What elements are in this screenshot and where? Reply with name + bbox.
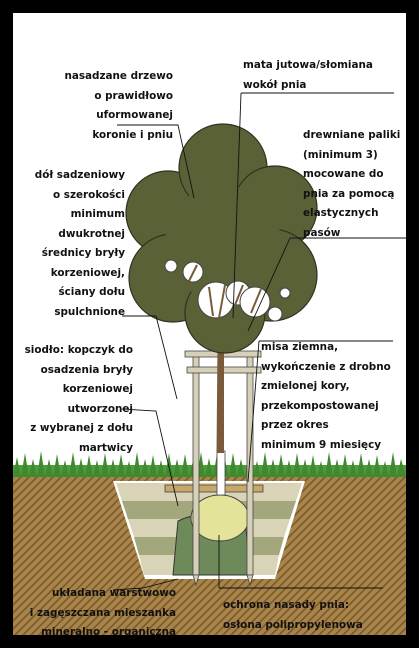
label-planted-tree: nasadzane drzewo o prawidłowo uformowane… — [33, 67, 173, 145]
label-soil-bowl: misa ziemna, wykończenie z drobno zmielo… — [261, 338, 406, 455]
trunk-protection — [217, 451, 225, 495]
label-saddle-mound: siodło: kopczyk do osadzenia bryły korze… — [13, 341, 133, 458]
label-trunk-protection: ochrona nasady pnia: osłona polipropylen… — [223, 596, 398, 635]
tree-crown — [126, 124, 317, 353]
diagram-canvas: nasadzane drzewo o prawidłowo uformowane… — [13, 13, 406, 635]
label-jute-mat: mata jutowa/słomiana wokół pnia — [243, 56, 403, 95]
root-ball — [191, 495, 249, 541]
label-soil-layers: układana warstwowo i zagęszczana mieszan… — [13, 584, 176, 635]
label-wooden-stakes: drewniane paliki (minimum 3) mocowane do… — [303, 126, 406, 243]
label-planting-pit: dół sadzeniowy o szerokości minimum dwuk… — [13, 166, 125, 322]
